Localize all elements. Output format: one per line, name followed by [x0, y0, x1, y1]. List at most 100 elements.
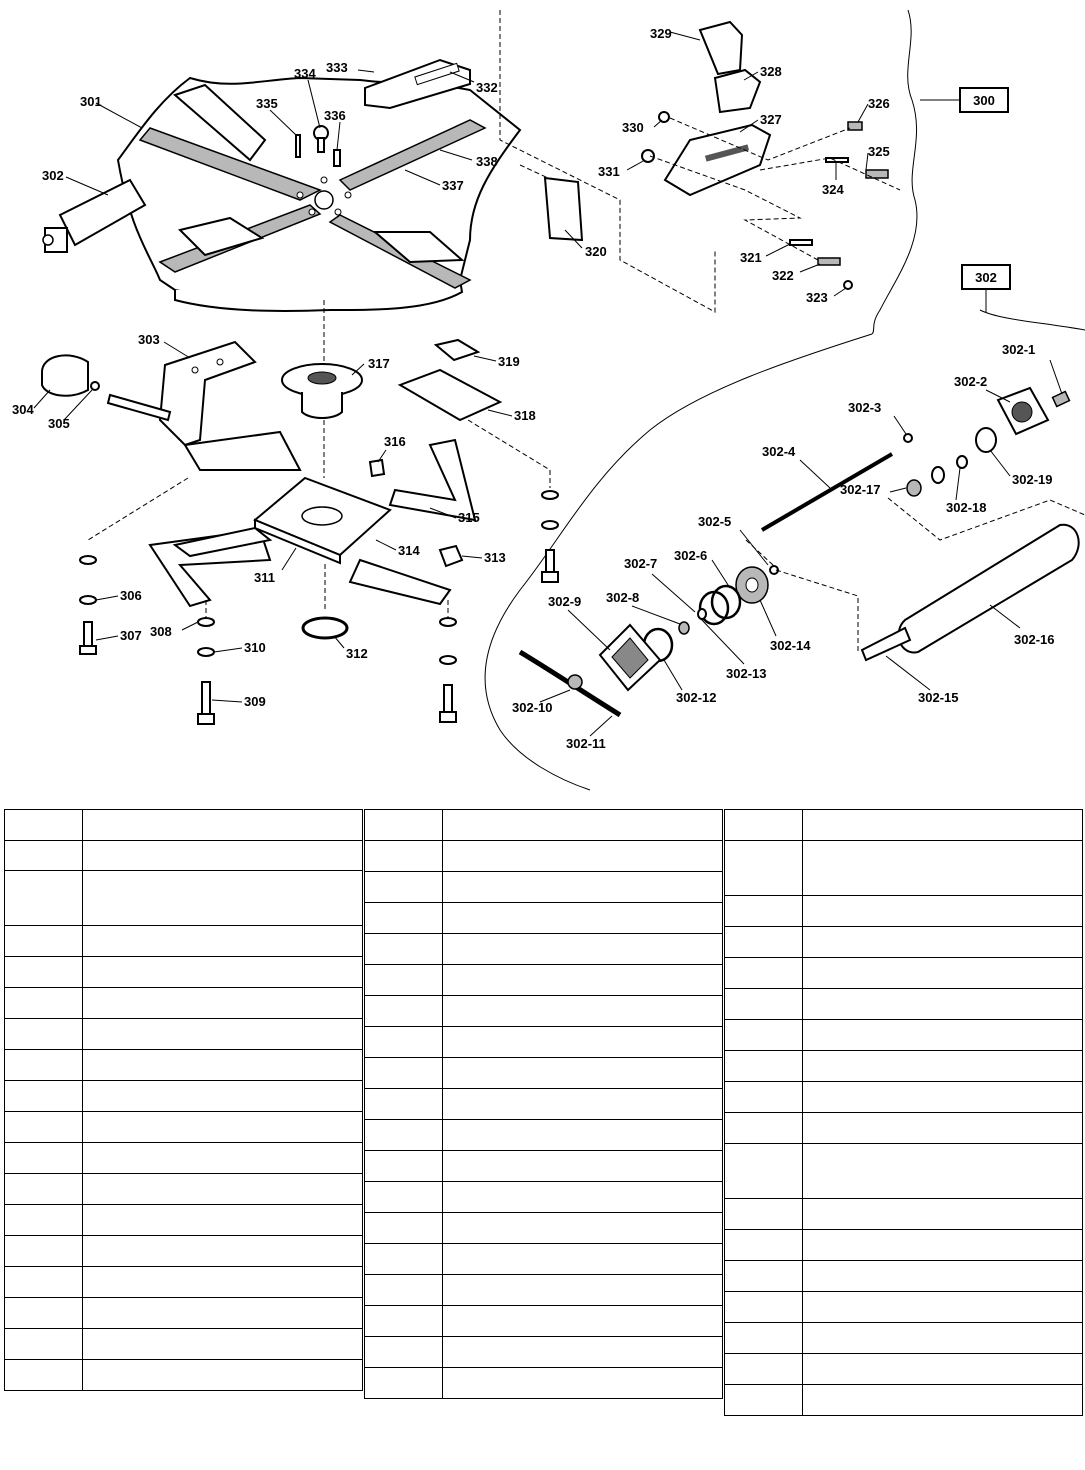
flange-317-part	[281, 363, 363, 419]
turntable-plate-part	[116, 76, 522, 312]
table-cell	[442, 1367, 723, 1399]
callout-330: 330	[622, 120, 644, 135]
table-cell	[364, 902, 443, 934]
table-cell	[82, 870, 363, 926]
callout-305: 305	[48, 416, 70, 431]
end-plate-302-2-part	[996, 386, 1050, 436]
table-cell	[364, 933, 443, 965]
table-cell	[724, 1353, 803, 1385]
callout-323: 323	[806, 290, 828, 305]
table-row	[364, 1367, 723, 1399]
plate-319-part	[433, 338, 481, 362]
parts-table-middle	[364, 809, 723, 1399]
table-row	[364, 1057, 723, 1089]
table-cell	[364, 1305, 443, 1337]
table-row	[4, 956, 363, 988]
table-cell	[724, 1050, 803, 1082]
table-row	[364, 1181, 723, 1213]
table-cell	[4, 1359, 83, 1391]
table-row	[364, 840, 723, 872]
table-cell	[82, 1266, 363, 1298]
callout-320: 320	[585, 244, 607, 259]
oring-302-6b-part	[698, 590, 730, 626]
callout-302-8: 302-8	[606, 590, 639, 605]
table-cell	[724, 1198, 803, 1230]
callout-311: 311	[254, 570, 275, 585]
table-cell	[442, 1150, 723, 1182]
spring-326-part	[847, 121, 863, 131]
pin-321-part	[789, 239, 813, 246]
table-cell	[4, 1142, 83, 1174]
axle-part	[106, 393, 172, 422]
table-cell	[724, 1229, 803, 1261]
nut-330-part	[658, 111, 670, 123]
table-row	[4, 1204, 363, 1236]
callout-328: 328	[760, 64, 782, 79]
assembly-302-boundary	[484, 309, 1085, 791]
table-cell	[82, 956, 363, 988]
callout-335: 335	[256, 96, 278, 111]
table-cell	[4, 1204, 83, 1236]
jaw-328-part	[713, 68, 762, 114]
table-row	[724, 1322, 1083, 1354]
table-cell	[802, 1143, 1083, 1199]
table-row	[724, 1143, 1083, 1199]
table-cell	[4, 1080, 83, 1112]
table-cell	[442, 964, 723, 996]
table-row	[364, 1088, 723, 1120]
table-cell	[82, 1111, 363, 1143]
bolt-stack-right	[439, 617, 457, 723]
callout-325: 325	[868, 144, 890, 159]
table-cell	[802, 1384, 1083, 1416]
callout-leaders	[33, 31, 1063, 737]
table-cell	[364, 1367, 443, 1399]
table-cell	[802, 895, 1083, 927]
jaw-dashed-links	[649, 117, 901, 261]
exploded-parts-diagram: 300 302	[12, 9, 1085, 791]
callout-337: 337	[442, 178, 464, 193]
table-cell	[442, 840, 723, 872]
callout-302-4: 302-4	[762, 444, 796, 459]
svg-text:302: 302	[975, 270, 997, 285]
callout-324: 324	[822, 182, 844, 197]
bolt-stack-left	[79, 555, 97, 655]
screw-323-part	[843, 280, 853, 290]
table-cell	[724, 1260, 803, 1292]
table-cell	[802, 1353, 1083, 1385]
table-cell	[802, 926, 1083, 958]
table-cell	[364, 871, 443, 903]
callout-327: 327	[760, 112, 782, 127]
table-cell	[82, 925, 363, 957]
table-cell	[724, 809, 803, 841]
table-cell	[802, 1019, 1083, 1051]
callout-316: 316	[384, 434, 406, 449]
table-cell	[442, 809, 723, 841]
table-cell	[802, 809, 1083, 841]
table-cell	[82, 840, 363, 871]
callout-302-14: 302-14	[770, 638, 811, 653]
callout-numbers: 301 302 333 334 335 336 332 338 337 320 …	[12, 26, 1054, 751]
table-cell	[82, 1173, 363, 1205]
callout-302-11: 302-11	[566, 736, 606, 751]
table-cell	[442, 1305, 723, 1337]
callout-332: 332	[476, 80, 498, 95]
table-row	[364, 1336, 723, 1368]
table-cell	[82, 1359, 363, 1391]
callout-309: 309	[244, 694, 266, 709]
table-cell	[442, 1274, 723, 1306]
table-row	[4, 1328, 363, 1360]
cap-320-part	[543, 176, 584, 242]
table-cell	[4, 1049, 83, 1081]
table-cell	[442, 1212, 723, 1244]
table-cell	[802, 1260, 1083, 1292]
table-row	[364, 871, 723, 903]
table-cell	[364, 1274, 443, 1306]
table-row	[364, 964, 723, 996]
nut-316-part	[368, 458, 386, 478]
table-cell	[4, 809, 83, 841]
callout-302-16: 302-16	[1014, 632, 1054, 647]
table-row	[4, 1173, 363, 1205]
callout-321: 321	[740, 250, 762, 265]
table-row	[4, 1297, 363, 1329]
table-cell	[724, 840, 803, 896]
